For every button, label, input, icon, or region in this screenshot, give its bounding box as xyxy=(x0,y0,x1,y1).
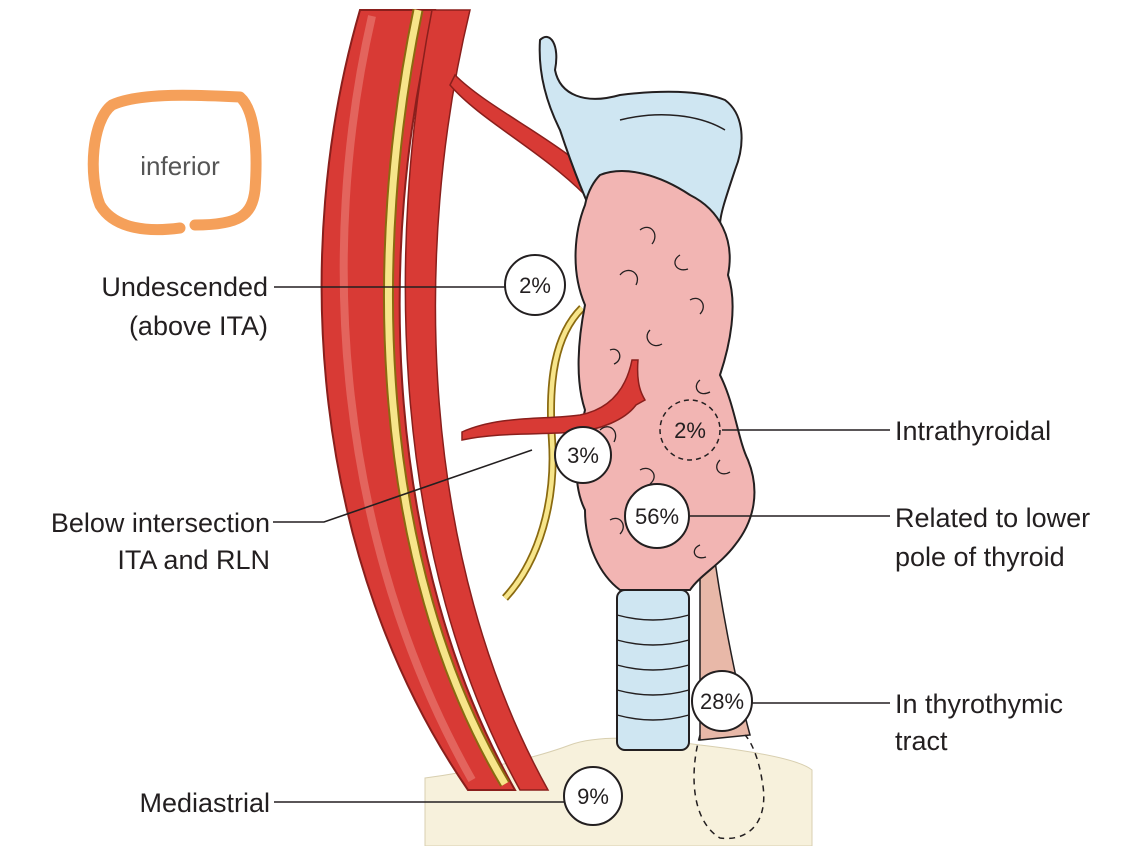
badge-lower-pole: 56% xyxy=(625,484,689,548)
badge-mediastinal-text: 9% xyxy=(577,784,609,809)
label-below-intersection-line2: ITA and RLN xyxy=(117,545,270,575)
label-undescended-line2: (above ITA) xyxy=(129,311,268,341)
badge-thyrothymic: 28% xyxy=(692,671,752,731)
label-lower-pole-line2: pole of thyroid xyxy=(895,542,1065,572)
badge-undescended-text: 2% xyxy=(519,273,551,298)
badge-thyrothymic-text: 28% xyxy=(700,689,744,714)
label-thyrothymic-line2: tract xyxy=(895,726,948,756)
badge-intrathyroidal-text: 2% xyxy=(674,418,706,443)
label-mediastinal: Mediastrial xyxy=(139,788,270,818)
badge-mediastinal: 9% xyxy=(564,767,622,825)
badge-lower-pole-text: 56% xyxy=(635,504,679,529)
badge-below-intersection-text: 3% xyxy=(567,443,599,468)
annotation-text: inferior xyxy=(140,151,220,181)
label-undescended-line1: Undescended xyxy=(101,272,268,302)
handwritten-annotation: inferior xyxy=(93,95,256,229)
label-lower-pole-line1: Related to lower xyxy=(895,503,1090,533)
badge-below-intersection: 3% xyxy=(555,427,611,483)
label-intrathyroidal: Intrathyroidal xyxy=(895,416,1051,446)
label-below-intersection-line1: Below intersection xyxy=(51,508,270,538)
badge-undescended: 2% xyxy=(505,255,565,315)
label-thyrothymic-line1: In thyrothymic xyxy=(895,689,1063,719)
